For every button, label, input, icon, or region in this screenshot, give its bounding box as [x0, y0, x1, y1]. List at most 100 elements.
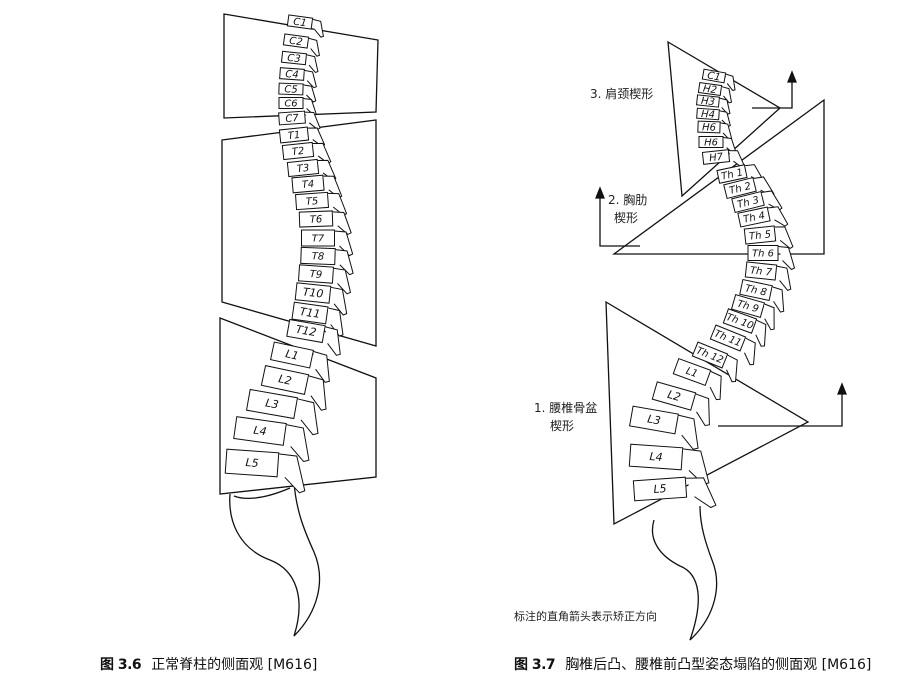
left-vertebra-19: L1 — [269, 341, 330, 383]
left-vertebra-label: C4 — [285, 69, 299, 81]
left-cervical-frame — [223, 13, 379, 119]
left-vertebra-label: C7 — [285, 113, 300, 125]
left-vertebra-body — [278, 82, 304, 96]
left-vertebra-body — [291, 301, 329, 325]
caption-left: 图 3.6 正常脊柱的侧面观 [M616] — [100, 654, 317, 674]
left-vertebra-6: C7 — [278, 110, 321, 131]
left-vertebra-body — [282, 33, 310, 49]
left-spinous-process — [312, 18, 324, 38]
right-spinous-process — [709, 370, 722, 401]
left-vertebra-label: T10 — [302, 285, 324, 300]
right-vertebra-23: L5 — [632, 476, 717, 509]
right-vertebra-21: L3 — [629, 405, 699, 450]
right-vertebra-body — [691, 341, 729, 369]
right-vertebra-body — [696, 107, 720, 121]
left-vertebra-22: L4 — [233, 416, 310, 463]
left-spinous-process — [330, 286, 348, 316]
right-vertebra-body — [731, 190, 765, 214]
right-vertebra-3: H4 — [696, 107, 731, 128]
left-vertebra-label: T9 — [309, 269, 322, 281]
correction-note: 标注的直角箭头表示矫正方向 — [514, 609, 657, 623]
right-vertebra-12: Th 6 — [747, 245, 796, 271]
left-vertebra-label: C3 — [287, 53, 301, 65]
right-vertebra-label: L4 — [649, 450, 663, 464]
caption-right-text: 胸椎后凸、腰椎前凸型姿态塌陷的侧面观 [M616] — [565, 657, 872, 673]
left-vertebra-body — [279, 67, 305, 81]
label-rib-wedge-line1: 2. 胸肋 — [608, 192, 647, 207]
left-vertebra-body — [260, 365, 310, 395]
right-vertebra-5: H6 — [698, 136, 737, 155]
left-vertebra-body — [281, 141, 315, 161]
right-vertebra-body — [629, 405, 679, 435]
left-vertebra-label: C5 — [284, 84, 298, 95]
right-vertebra-label: Th 7 — [749, 265, 773, 278]
right-vertebra-body — [743, 225, 777, 245]
left-vertebra-label: T1 — [287, 130, 301, 142]
left-vertebra-body — [278, 97, 304, 109]
left-vertebra-2: C3 — [280, 50, 319, 73]
right-spinous-process — [695, 393, 710, 427]
left-spinous-process — [308, 37, 320, 57]
right-vertebra-body — [744, 261, 778, 281]
right-vertebra-6: H7 — [701, 149, 746, 169]
left-vertebra-15: T9 — [297, 264, 352, 295]
right-spinous-process — [777, 246, 796, 271]
right-vertebra-body — [723, 176, 757, 200]
left-vertebra-body — [224, 448, 280, 478]
right-vertebra-label: H4 — [701, 109, 716, 121]
caption-right-number: 图 3.7 — [514, 657, 556, 673]
right-vertebra-body — [698, 136, 724, 148]
left-vertebra-body — [298, 210, 334, 228]
caption-left-number: 图 3.6 — [100, 657, 142, 673]
right-vertebra-body — [697, 120, 721, 134]
left-vertebra-14: T8 — [300, 246, 354, 276]
left-vertebra-10: T4 — [291, 174, 343, 199]
right-spinous-process — [726, 354, 738, 383]
right-spinous-process — [764, 303, 775, 331]
right-vertebra-body — [730, 294, 766, 318]
right-vertebra-0: C1 — [701, 68, 736, 92]
left-spinous-process — [306, 54, 319, 73]
left-vertebra-8: T2 — [281, 141, 332, 164]
left-vertebra-label: T12 — [295, 323, 318, 339]
left-spinous-process — [278, 453, 306, 494]
right-vertebra-11: Th 5 — [743, 225, 794, 250]
left-spinous-process — [324, 326, 341, 356]
left-vertebra-body — [294, 282, 332, 304]
right-vertebra-label: C1 — [706, 70, 721, 83]
right-vertebra-body — [632, 476, 688, 502]
left-vertebra-7: T1 — [278, 126, 326, 148]
right-vertebra-label: H3 — [700, 96, 715, 108]
left-vertebra-body — [269, 341, 315, 369]
left-vertebra-label: T5 — [305, 196, 318, 208]
left-vertebra-body — [300, 246, 336, 266]
left-spinous-process — [313, 350, 330, 383]
right-vertebra-label: L1 — [684, 366, 699, 380]
right-vertebra-8: Th 2 — [723, 176, 775, 200]
left-spinous-process — [286, 424, 310, 463]
right-spinous-process — [755, 319, 767, 347]
left-vertebra-body — [301, 229, 335, 247]
left-vertebra-label: C2 — [288, 36, 303, 49]
right-vertebra-body — [739, 278, 773, 302]
right-vertebra-body — [716, 164, 748, 184]
right-vertebra-16: Th 10 — [722, 308, 767, 347]
left-vertebra-12: T6 — [298, 210, 352, 235]
left-spinous-process — [308, 375, 327, 411]
right-vertebra-label: L3 — [646, 412, 661, 427]
left-vertebra-0: C1 — [286, 14, 324, 38]
left-spinous-process — [333, 267, 352, 295]
left-vertebra-label: C6 — [284, 99, 297, 110]
left-vertebra-20: L2 — [260, 365, 327, 411]
left-vertebra-body — [286, 318, 326, 344]
caption-left-text: 正常脊柱的侧面观 [M616] — [151, 657, 318, 673]
left-vertebra-label: L2 — [277, 372, 293, 387]
right-vertebra-label: Th 6 — [752, 249, 774, 260]
right-vertebra-20: L2 — [651, 381, 710, 427]
right-vertebra-4: H6 — [697, 120, 733, 141]
left-vertebra-18: T12 — [286, 318, 341, 356]
right-vertebra-body — [747, 245, 779, 261]
right-vertebra-label: Th 4 — [742, 210, 766, 225]
left-vertebra-13: T7 — [301, 229, 354, 257]
